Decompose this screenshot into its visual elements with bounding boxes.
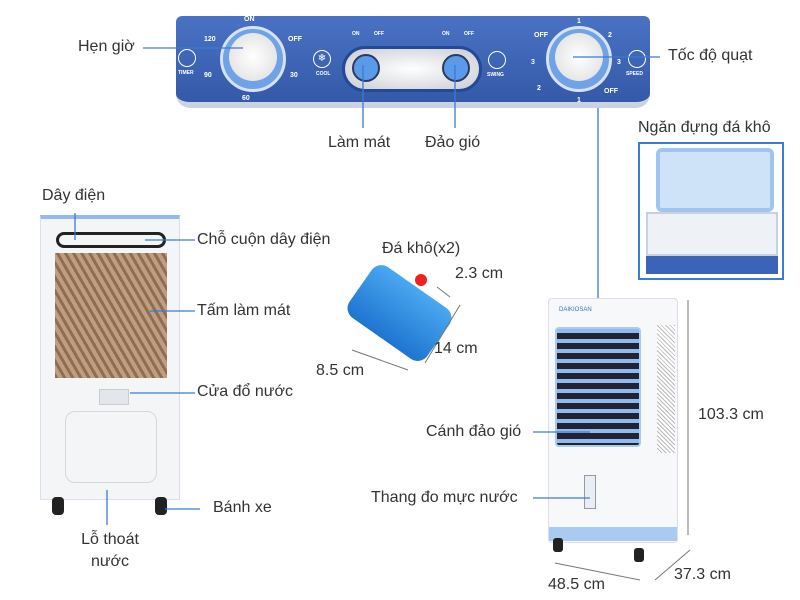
speed-mark: 3: [531, 59, 535, 66]
label-cooling-pad: Tấm làm mát: [197, 302, 291, 319]
label-ice-pack: Đá khô(x2): [382, 240, 461, 257]
label-drain-hole: Lỗ thoát nước: [81, 531, 139, 570]
label-water-inlet: Cửa đổ nước: [197, 383, 293, 400]
speed-icon: [628, 50, 646, 68]
label-cord-holder: Chỗ cuộn dây điện: [197, 231, 331, 248]
brand-logo: DAIKIOSAN: [559, 307, 592, 313]
timer-mark: ON: [244, 16, 255, 23]
timer-mark: 120: [204, 36, 216, 43]
label-ice-compartment: Ngăn đựng đá khô: [638, 119, 771, 136]
wheel: [553, 538, 563, 552]
timer-label: TIMER: [178, 70, 194, 76]
label-cooling: Làm mát: [328, 134, 391, 151]
cooling-pad: [55, 253, 167, 378]
cooler-back-view: [40, 215, 180, 500]
speed-mark: OFF: [534, 32, 548, 39]
cool-label: COOL: [316, 71, 331, 77]
control-panel: ON OFF 30 60 90 120 TIMER ❄ COOL ON OFF …: [176, 16, 650, 108]
speed-mark: 1: [577, 97, 581, 104]
swing-button[interactable]: [442, 54, 470, 82]
speed-mark: OFF: [604, 88, 618, 95]
label-louvers: Cánh đảo gió: [426, 423, 522, 440]
side-grille: [657, 325, 675, 453]
label-power-cord: Dây điện: [42, 187, 106, 204]
speed-mark: 1: [577, 18, 581, 25]
water-gauge: [584, 475, 596, 509]
louvers[interactable]: [555, 327, 641, 447]
switch-on: ON: [352, 31, 360, 37]
timer-icon: [178, 49, 196, 67]
dim-depth: 37.3 cm: [674, 566, 731, 583]
label-swing: Đảo gió: [425, 134, 481, 151]
swing-label: SWING: [487, 72, 504, 78]
label-wheels: Bánh xe: [213, 499, 272, 516]
switch-off: OFF: [464, 31, 474, 37]
speed-mark: 2: [608, 32, 612, 39]
ice-pack-cap: [415, 274, 427, 286]
tank-panel: [65, 411, 157, 483]
wheel: [52, 497, 64, 515]
cooler-front-view: DAIKIOSAN: [548, 298, 678, 543]
wheel: [155, 497, 167, 515]
cool-icon: ❄: [313, 50, 331, 68]
dim-width: 48.5 cm: [548, 576, 605, 593]
dim-ice-length: 14 cm: [434, 340, 478, 357]
switch-off: OFF: [374, 31, 384, 37]
timer-mark: 60: [242, 95, 250, 102]
speed-mark: 3: [617, 59, 621, 66]
label-timer: Hẹn giờ: [78, 38, 135, 55]
cool-button[interactable]: [352, 54, 380, 82]
timer-mark: 30: [290, 72, 298, 79]
water-inlet: [99, 389, 129, 405]
speed-mark: 2: [537, 85, 541, 92]
swing-icon: [488, 51, 506, 69]
speed-label: SPEED: [626, 71, 643, 77]
label-water-gauge: Thang đo mực nước: [371, 489, 518, 506]
switch-on: ON: [442, 31, 450, 37]
timer-knob[interactable]: [220, 26, 286, 92]
wheel: [634, 548, 644, 562]
dim-ice-width: 8.5 cm: [316, 362, 365, 379]
dim-height: 103.3 cm: [698, 406, 764, 423]
ice-compartment-image: [638, 142, 784, 280]
dim-ice-thickness: 2.3 cm: [455, 265, 504, 282]
timer-mark: 90: [204, 72, 212, 79]
timer-mark: OFF: [288, 36, 302, 43]
label-fan-speed: Tốc độ quạt: [668, 47, 753, 64]
